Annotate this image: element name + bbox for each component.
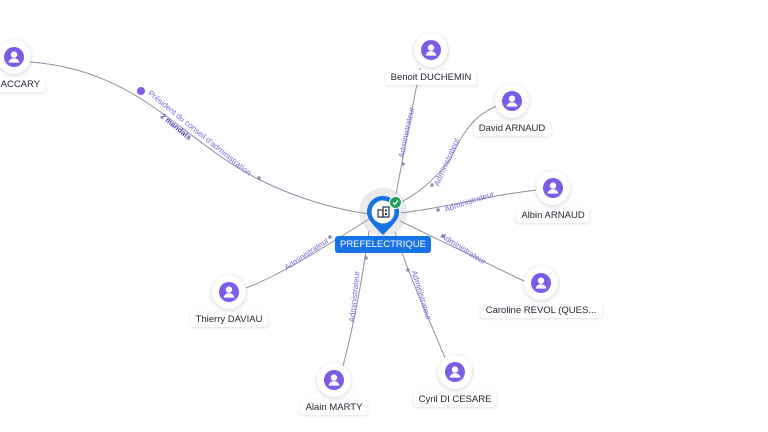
- person-name[interactable]: Benoit DUCHEMIN: [385, 70, 477, 85]
- edge-label-marty: Administrateur: [347, 270, 361, 323]
- person-name[interactable]: ud ACCARY: [0, 77, 46, 92]
- person-name[interactable]: Caroline REVOL (QUES...: [480, 303, 602, 318]
- person-name[interactable]: Alain MARTY: [300, 400, 368, 415]
- company-name[interactable]: PREFELECTRIQUE: [334, 236, 432, 253]
- edge-label-daviau: Administrateur: [283, 236, 331, 272]
- person-icon[interactable]: [438, 355, 472, 389]
- edge-arrow-daviau: [328, 235, 332, 239]
- edge-label-di-cesare: Administrateur: [410, 269, 434, 321]
- person-name[interactable]: Albin ARNAUD: [516, 208, 590, 223]
- edge-accary: [29, 61, 370, 215]
- edge-arrow-di-cesare: [406, 268, 410, 272]
- person-icon[interactable]: [212, 275, 246, 309]
- edge-david-arnaud: [395, 104, 501, 206]
- edge-arrow-marty: [364, 256, 368, 260]
- person-icon[interactable]: [536, 171, 570, 205]
- person-icon[interactable]: [495, 84, 529, 118]
- check-icon: [389, 196, 402, 209]
- edge-revol: [399, 220, 527, 283]
- edge-arrow-albin-arnaud: [436, 208, 440, 212]
- edge-label-duchemin: Administrateur: [397, 106, 417, 159]
- edge-arrow-david-arnaud: [430, 183, 434, 187]
- edge-arrow-duchemin: [401, 162, 405, 166]
- person-icon[interactable]: [0, 40, 31, 74]
- person-icon[interactable]: [414, 33, 448, 67]
- person-icon[interactable]: [524, 266, 558, 300]
- mandate-badge-icon: [137, 87, 145, 95]
- edge-arrow-accary: [257, 176, 261, 180]
- edge-albin-arnaud: [400, 189, 539, 214]
- edge-label-david-arnaud: Administrateur: [432, 136, 461, 187]
- edge-label-albin-arnaud: Administrateur: [443, 189, 495, 214]
- person-name[interactable]: Cyril DI CESARE: [413, 392, 497, 407]
- edge-arrow-revol: [441, 234, 445, 238]
- edge-daviau: [245, 218, 370, 289]
- person-icon[interactable]: [317, 363, 351, 397]
- edge-label-revol: Administrateur: [439, 231, 488, 266]
- person-name[interactable]: Thierry DAVIAU: [190, 312, 268, 327]
- person-name[interactable]: David ARNAUD: [473, 121, 551, 136]
- edge-label-accary: Président du conseil d'administration: [146, 89, 253, 178]
